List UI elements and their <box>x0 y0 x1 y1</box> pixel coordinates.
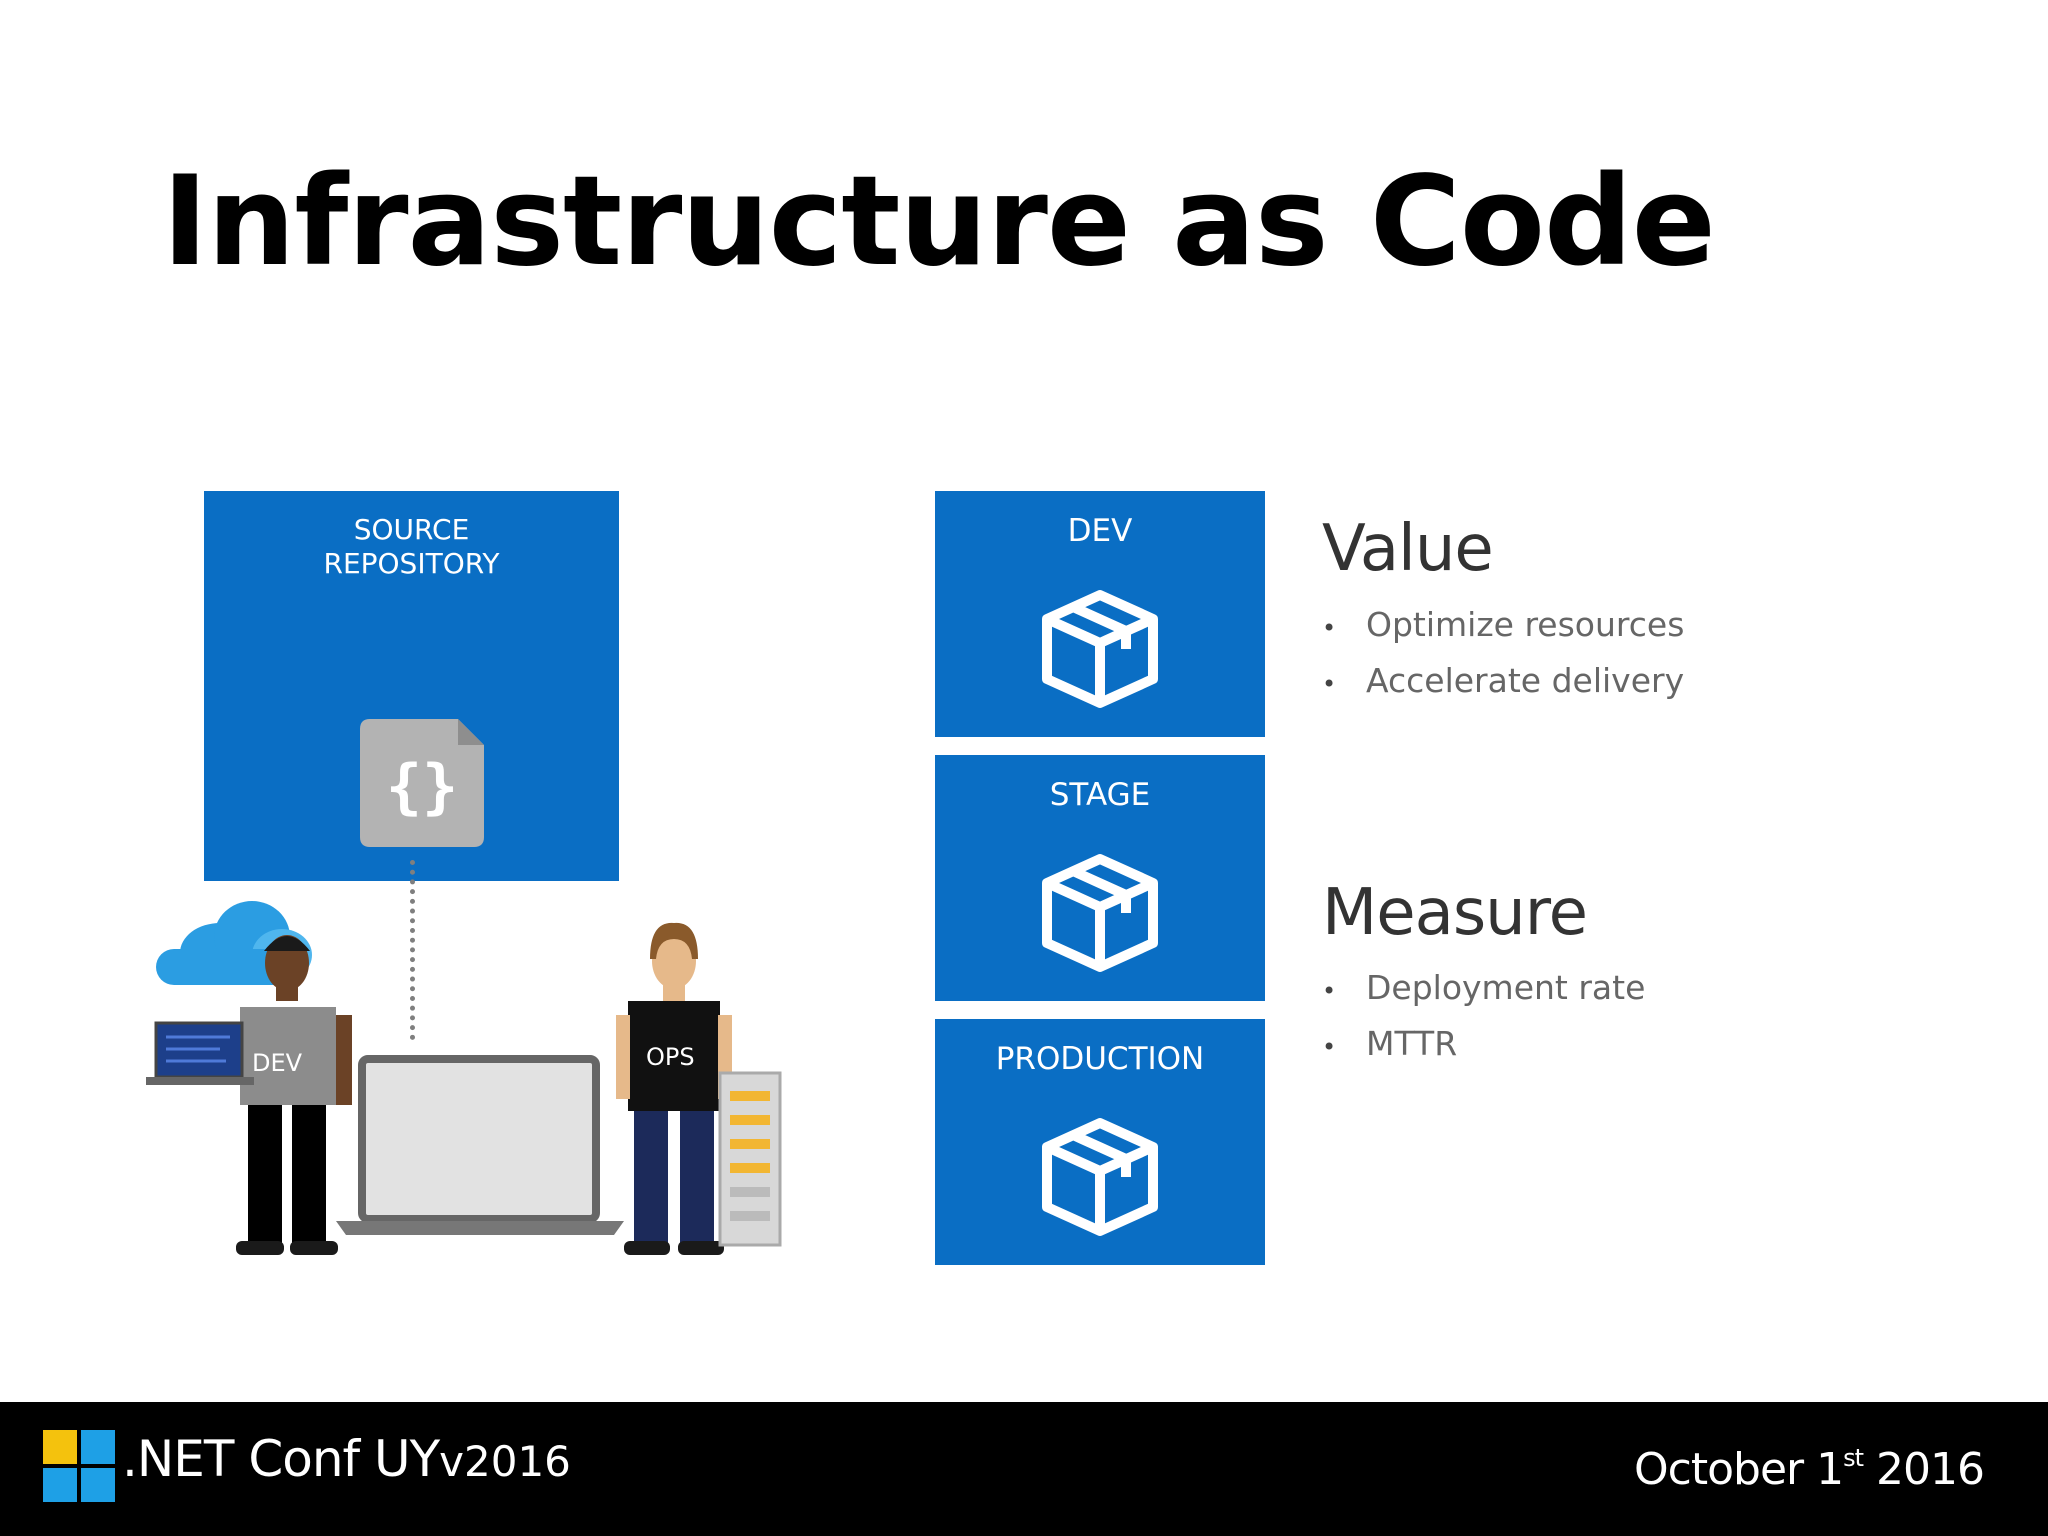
ops-shirt-label: OPS <box>646 1043 695 1071</box>
list-item: Optimize resources <box>1322 597 1684 653</box>
package-icon <box>1042 590 1158 708</box>
brand-name: .NET Conf UY <box>122 1430 440 1488</box>
value-heading: Value <box>1322 512 1494 586</box>
windows-logo-icon <box>43 1430 115 1502</box>
value-list: Optimize resources Accelerate delivery <box>1322 597 1684 709</box>
code-file-icon: {} <box>360 719 484 847</box>
server-rack-icon <box>718 1071 782 1247</box>
footer-bar: .NET Conf UYv2016 October 1st 2016 <box>0 1402 2048 1536</box>
dev-shirt-label: DEV <box>252 1049 303 1077</box>
environment-label: DEV <box>1067 513 1133 549</box>
repo-connector-line <box>410 860 415 1040</box>
source-repository-box: SOURCE REPOSITORY {} <box>204 491 619 881</box>
list-item: Deployment rate <box>1322 960 1645 1016</box>
date-suffix: st <box>1843 1444 1864 1472</box>
environment-production: PRODUCTION <box>935 1019 1265 1265</box>
repository-label-line1: SOURCE <box>353 513 470 546</box>
brand-version: v2016 <box>439 1437 571 1486</box>
dev-person: DEV <box>146 935 352 1255</box>
dev-ops-illustration: DEV OPS <box>146 901 782 1255</box>
environment-stage: STAGE <box>935 755 1265 1001</box>
package-icon <box>1042 1118 1158 1236</box>
date-year: 2016 <box>1863 1444 1985 1495</box>
list-item: MTTR <box>1322 1016 1645 1072</box>
measure-heading: Measure <box>1322 876 1588 950</box>
laptop-icon <box>336 1055 624 1235</box>
measure-list: Deployment rate MTTR <box>1322 960 1645 1072</box>
date-prefix: October 1 <box>1634 1444 1844 1495</box>
package-icon <box>1042 854 1158 972</box>
list-item: Accelerate delivery <box>1322 653 1684 709</box>
environment-label: STAGE <box>1049 777 1151 813</box>
conference-brand: .NET Conf UYv2016 <box>122 1430 571 1488</box>
slide-title: Infrastructure as Code <box>162 150 1716 294</box>
event-date: October 1st 2016 <box>1634 1444 1985 1495</box>
source-repository-label: SOURCE REPOSITORY <box>204 513 619 581</box>
environment-label: PRODUCTION <box>995 1041 1205 1077</box>
environment-dev: DEV <box>935 491 1265 737</box>
ops-person: OPS <box>616 922 732 1255</box>
repository-label-line2: REPOSITORY <box>323 547 500 580</box>
code-symbol: {} <box>386 752 458 822</box>
